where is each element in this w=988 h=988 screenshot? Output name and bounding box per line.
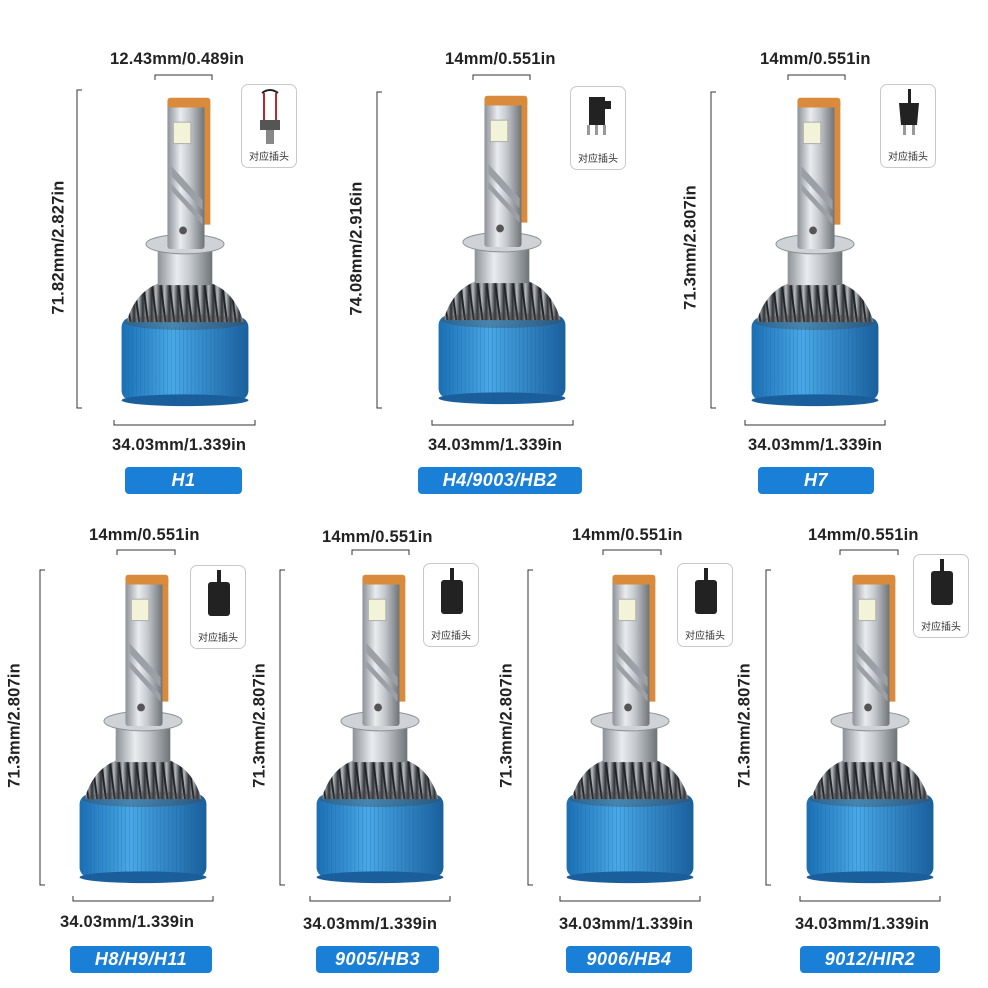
top-width-label: 14mm/0.551in (808, 526, 919, 544)
connector-label: 对应插头 (578, 154, 618, 165)
9012-plug-icon (931, 559, 953, 605)
top-width-label: 14mm/0.551in (572, 526, 683, 544)
base-width-label: 34.03mm/1.339in (795, 915, 930, 933)
h11-connector-box: 对应插头 (190, 565, 246, 649)
base-width-label: 34.03mm/1.339in (428, 436, 563, 454)
model-badge-9005: 9005/HB3 (316, 946, 439, 973)
base-width-label: 34.03mm/1.339in (60, 913, 195, 931)
9005-connector-box: 对应插头 (423, 563, 479, 647)
top-width-label: 12.43mm/0.489in (110, 50, 245, 68)
model-badge-h8: H8/H9/H11 (70, 946, 212, 973)
connector-label: 对应插头 (685, 631, 725, 642)
top-width-label: 14mm/0.551in (89, 526, 200, 544)
height-label: 71.3mm/2.807in (735, 663, 754, 788)
top-width-label: 14mm/0.551in (445, 50, 556, 68)
h4-connector-box: 对应插头 (570, 86, 626, 170)
base-width-label: 34.03mm/1.339in (303, 915, 438, 933)
h1-connector-box: 对应插头 (241, 84, 297, 168)
h11-plug-icon (208, 570, 230, 616)
base-width-label: 34.03mm/1.339in (112, 436, 247, 454)
base-width-label: 34.03mm/1.339in (748, 436, 883, 454)
9012-connector-box: 对应插头 (913, 554, 969, 638)
connector-label: 对应插头 (198, 633, 238, 644)
9006-connector-box: 对应插头 (677, 563, 733, 647)
h7-connector-box: 对应插头 (880, 84, 936, 168)
connector-label: 对应插头 (888, 152, 928, 163)
base-width-label: 34.03mm/1.339in (559, 915, 694, 933)
connector-label: 对应插头 (921, 622, 961, 633)
top-width-label: 14mm/0.551in (322, 528, 433, 546)
connector-label: 对应插头 (431, 631, 471, 642)
model-badge-h1: H1 (125, 467, 242, 494)
9005-plug-icon (441, 568, 463, 614)
model-badge-9006: 9006/HB4 (566, 946, 692, 973)
h1-wire-connector-icon (260, 89, 280, 144)
model-badge-9012: 9012/HIR2 (800, 946, 940, 973)
h4-plug-icon (587, 97, 611, 135)
model-badge-h4: H4/9003/HB2 (418, 467, 582, 494)
top-width-label: 14mm/0.551in (760, 50, 871, 68)
connector-label: 对应插头 (249, 152, 289, 163)
model-badge-h7: H7 (758, 467, 874, 494)
h7-plug-icon (899, 89, 919, 135)
9006-plug-icon (695, 568, 717, 614)
